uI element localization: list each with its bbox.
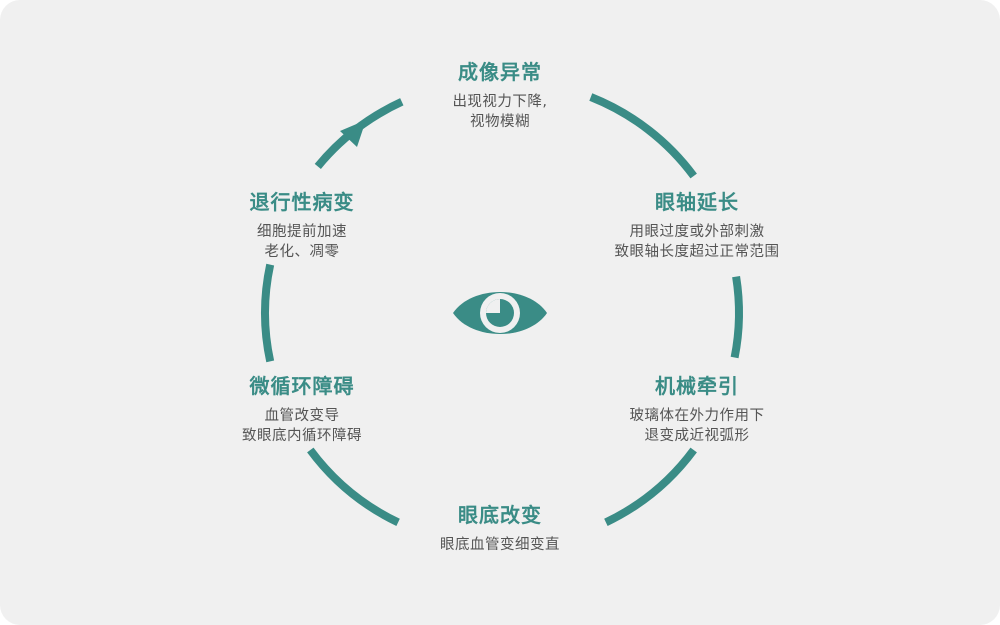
cycle-arc-segment xyxy=(604,447,697,527)
cycle-arrowhead xyxy=(340,120,366,147)
stage-title: 眼轴延长 xyxy=(655,190,739,214)
stage-imaging-abnormality: 成像异常 出现视力下降, 视物模糊 xyxy=(380,59,620,132)
stage-desc-line: 出现视力下降, xyxy=(452,94,548,110)
stage-desc-line: 眼底血管变细变直 xyxy=(440,537,560,553)
stage-title: 成像异常 xyxy=(458,60,542,84)
stage-desc-line: 血管改变导 xyxy=(264,408,340,424)
cycle-arc-segment xyxy=(589,93,697,179)
stage-desc: 出现视力下降, 视物模糊 xyxy=(380,92,620,132)
stage-title: 微循环障碍 xyxy=(249,374,355,398)
stage-desc-line: 致眼轴长度超过正常范围 xyxy=(614,244,780,260)
cycle-arc-segment xyxy=(307,447,400,527)
cycle-arc-segment xyxy=(730,275,743,359)
stage-desc-line: 视物模糊 xyxy=(470,114,530,130)
stage-desc: 眼底血管变细变直 xyxy=(380,535,620,555)
stage-desc-line: 致眼底内循环障碍 xyxy=(242,428,362,444)
stage-fundus-changes: 眼底改变 眼底血管变细变直 xyxy=(380,502,620,555)
stage-desc-line: 老化、凋零 xyxy=(264,244,340,260)
stage-desc-line: 退变成近视弧形 xyxy=(644,428,750,444)
stage-degenerative-lesion: 退行性病变 细胞提前加速 老化、凋零 xyxy=(182,189,422,262)
stage-desc: 玻璃体在外力作用下 退变成近视弧形 xyxy=(577,406,817,446)
stage-desc-line: 用眼过度或外部刺激 xyxy=(629,224,765,240)
stage-title: 退行性病变 xyxy=(249,190,355,214)
stage-title: 眼底改变 xyxy=(458,503,542,527)
stage-desc: 用眼过度或外部刺激 致眼轴长度超过正常范围 xyxy=(577,222,817,262)
eye-icon xyxy=(453,292,547,334)
stage-desc: 血管改变导 致眼底内循环障碍 xyxy=(182,406,422,446)
stage-desc-line: 玻璃体在外力作用下 xyxy=(629,408,765,424)
stage-desc: 细胞提前加速 老化、凋零 xyxy=(182,222,422,262)
cycle-arc-segment xyxy=(261,263,275,363)
stage-axial-elongation: 眼轴延长 用眼过度或外部刺激 致眼轴长度超过正常范围 xyxy=(577,189,817,262)
stage-mechanical-traction: 机械牵引 玻璃体在外力作用下 退变成近视弧形 xyxy=(577,373,817,446)
eye-highlight xyxy=(486,299,500,313)
stage-desc-line: 细胞提前加速 xyxy=(257,224,347,240)
stage-title: 机械牵引 xyxy=(655,374,739,398)
stage-microcirculation-disorder: 微循环障碍 血管改变导 致眼底内循环障碍 xyxy=(182,373,422,446)
